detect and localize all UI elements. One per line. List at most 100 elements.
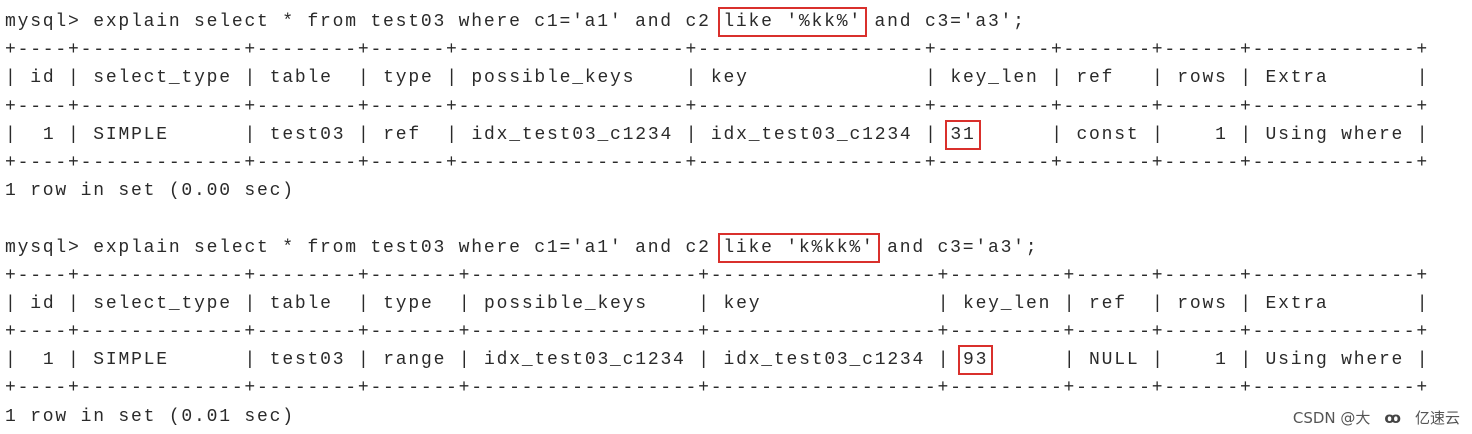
spacer <box>169 125 245 145</box>
border: | <box>925 68 938 89</box>
spacer <box>333 68 358 88</box>
spacer <box>1329 294 1417 314</box>
spacer <box>1253 125 1266 145</box>
table-border: +----+-------------+--------+-------+---… <box>5 322 1429 343</box>
border: | <box>1240 68 1253 89</box>
spacer <box>459 68 472 88</box>
spacer <box>55 350 68 370</box>
spacer <box>1064 68 1077 88</box>
spacer <box>232 68 245 88</box>
spacer <box>938 68 951 88</box>
cell-extra: Using where <box>1265 124 1405 145</box>
spacer <box>55 294 68 314</box>
brand-watermark: 亿速云 <box>1414 409 1460 427</box>
spacer <box>434 68 447 88</box>
column-header: key_len <box>950 68 1039 89</box>
spacer <box>1253 294 1266 314</box>
command-text: explain select * from test03 where c1='a… <box>93 237 724 258</box>
spacer <box>1404 125 1417 145</box>
column-header: type <box>383 68 434 89</box>
spacer <box>1165 350 1215 370</box>
column-header: select_type <box>93 68 232 89</box>
spacer <box>81 125 94 145</box>
border: | <box>458 350 472 371</box>
cell-ref: NULL <box>1089 350 1140 371</box>
spacer <box>446 350 459 370</box>
command-text: explain select * from test03 where c1='a… <box>93 12 724 32</box>
border: | <box>458 293 472 314</box>
border: | <box>925 124 938 145</box>
table-border: +----+-------------+--------+------+----… <box>5 96 1429 117</box>
spacer <box>434 294 459 314</box>
column-header: key_len <box>962 293 1052 314</box>
column-header: id <box>30 68 56 89</box>
border: | <box>244 293 258 314</box>
spacer <box>345 125 358 145</box>
cell-possible-keys: idx_test03_c1234 <box>484 350 686 371</box>
cell-key: idx_test03_c1234 <box>723 350 926 371</box>
border: | <box>357 68 371 89</box>
border: | <box>5 293 18 314</box>
column-header: id <box>30 293 56 314</box>
spacer <box>711 350 724 370</box>
spacer <box>81 68 94 88</box>
column-header: table <box>269 68 333 89</box>
spacer <box>698 125 711 145</box>
border: | <box>1240 124 1253 145</box>
terminal-output: mysql> explain select * from test03 wher… <box>5 7 1430 431</box>
spacer <box>471 294 484 314</box>
command-line: mysql> explain select * from test03 wher… <box>5 232 1429 263</box>
border: | <box>937 293 951 314</box>
border: | <box>1240 350 1253 371</box>
command-text: and c3='a3'; <box>861 12 1026 32</box>
border: | <box>68 350 81 371</box>
spacer <box>18 294 31 314</box>
spacer <box>698 68 711 88</box>
spacer <box>950 350 963 370</box>
spacer <box>1127 294 1152 314</box>
spacer <box>1228 125 1241 145</box>
cell-type: range <box>383 350 447 371</box>
table-header-row: | id | select_type | table | type | poss… <box>5 290 1429 318</box>
cell-rows: 1 <box>1215 124 1228 145</box>
border: | <box>685 68 699 89</box>
border: | <box>446 124 459 145</box>
spacer <box>371 125 384 145</box>
cell-extra: Using where <box>1265 350 1405 371</box>
column-header: select_type <box>93 293 232 314</box>
spacer <box>371 68 384 88</box>
spacer <box>749 68 925 88</box>
spacer <box>257 125 270 145</box>
border: | <box>685 124 699 145</box>
border: | <box>1063 293 1077 314</box>
spacer <box>333 294 358 314</box>
spacer <box>673 125 686 145</box>
highlighted-like-clause: like 'k%kk%' <box>718 232 880 263</box>
spacer <box>257 294 270 314</box>
border: | <box>5 350 18 371</box>
spacer <box>925 350 938 370</box>
spacer <box>976 125 1052 145</box>
cell-select-type: SIMPLE <box>93 124 169 145</box>
prompt: mysql> <box>5 237 94 258</box>
spacer <box>55 125 68 145</box>
spacer <box>421 125 446 145</box>
border: | <box>1416 124 1430 145</box>
spacer <box>1228 350 1241 370</box>
spacer <box>18 350 43 370</box>
spacer <box>1253 68 1266 88</box>
spacer <box>1165 294 1178 314</box>
border: | <box>1063 350 1077 371</box>
border: | <box>5 68 18 89</box>
spacer <box>1228 294 1241 314</box>
border: | <box>1152 293 1165 314</box>
column-header: key <box>723 293 762 314</box>
border: | <box>937 350 951 371</box>
cell-ref: const <box>1076 124 1140 145</box>
spacer <box>1051 294 1064 314</box>
border: | <box>1240 293 1253 314</box>
column-header: possible_keys <box>471 68 636 89</box>
spacer <box>1064 125 1077 145</box>
column-header: ref <box>1089 293 1127 314</box>
spacer <box>471 350 484 370</box>
